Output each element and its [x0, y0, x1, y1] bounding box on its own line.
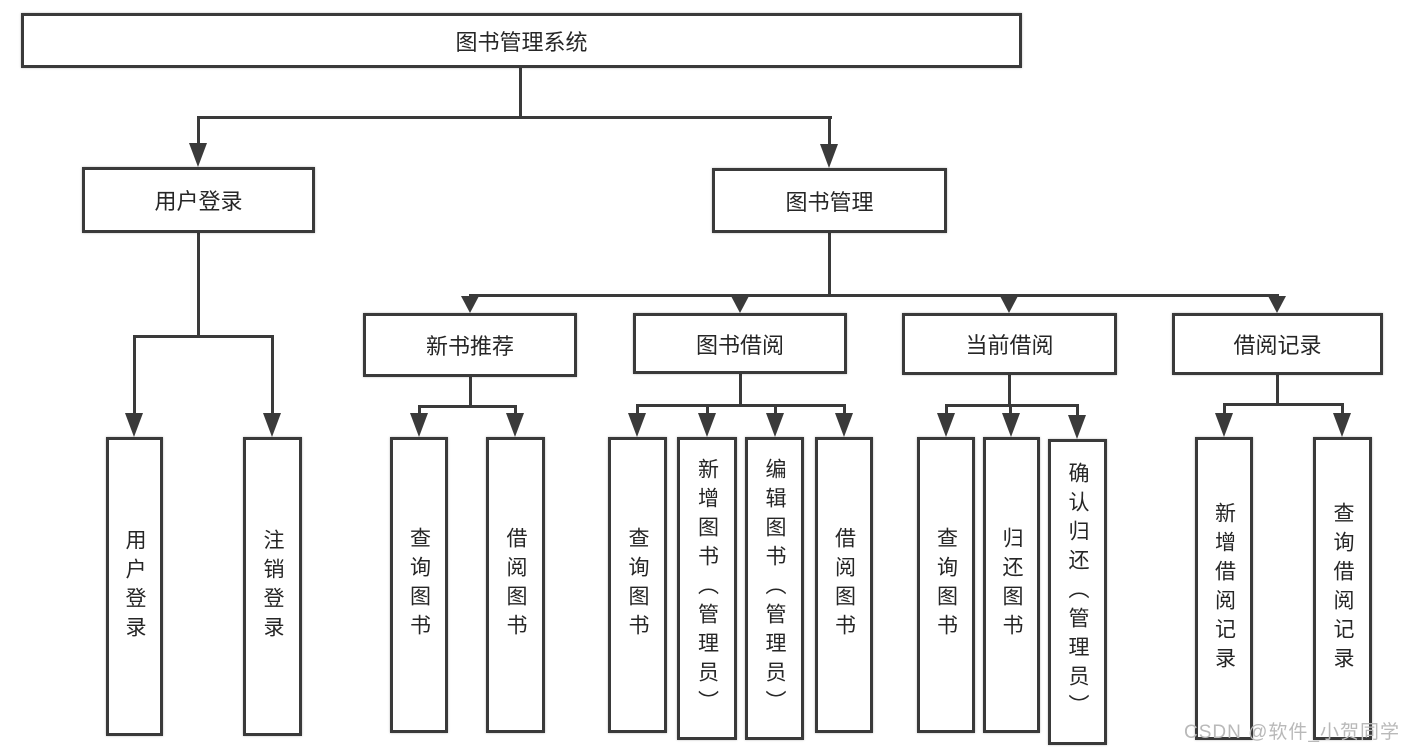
connector-line — [469, 377, 472, 408]
arrow-down-icon — [1333, 413, 1351, 437]
connector-line — [1223, 403, 1344, 406]
connector-line — [945, 404, 948, 417]
node-borrow-records: 借阅记录 — [1172, 313, 1383, 375]
arrow-down-icon — [125, 413, 143, 437]
connector-line — [1008, 375, 1011, 407]
node-book-management: 图书管理 — [712, 168, 947, 233]
arrow-down-icon — [766, 413, 784, 437]
connector-line — [1341, 403, 1344, 416]
arrow-down-icon — [461, 296, 479, 313]
connector-line — [843, 404, 846, 417]
leaf-return-books: 归还图书 — [983, 437, 1040, 733]
arrow-down-icon — [937, 413, 955, 437]
arrow-down-icon — [263, 413, 281, 437]
arrow-down-icon — [1268, 296, 1286, 313]
connector-line — [133, 335, 136, 417]
node-book-borrow: 图书借阅 — [633, 313, 847, 374]
connector-line — [828, 233, 831, 297]
connector-line — [418, 405, 517, 408]
arrow-down-icon — [1002, 413, 1020, 437]
arrow-down-icon — [820, 144, 838, 168]
csdn-watermark: CSDN @软件_小贺同学 — [1184, 722, 1400, 743]
node-new-book-recommend: 新书推荐 — [363, 313, 577, 377]
node-current-borrow: 当前借阅 — [902, 313, 1117, 375]
arrow-down-icon — [189, 143, 207, 167]
arrow-down-icon — [731, 296, 749, 313]
node-library-system: 图书管理系统 — [21, 13, 1022, 68]
leaf-add-borrow-record: 新增借阅记录 — [1195, 437, 1253, 740]
leaf-borrow-books-recommend: 借阅图书 — [486, 437, 545, 733]
arrow-down-icon — [410, 413, 428, 437]
connector-line — [739, 374, 742, 407]
connector-line — [469, 294, 1279, 297]
leaf-logout: 注销登录 — [243, 437, 302, 736]
connector-line — [271, 335, 274, 417]
leaf-query-borrow-record: 查询借阅记录 — [1313, 437, 1372, 740]
connector-line — [636, 404, 846, 407]
leaf-borrow-books: 借阅图书 — [815, 437, 873, 733]
connector-line — [197, 233, 200, 338]
leaf-confirm-return-admin: 确认归还（管理员） — [1048, 439, 1107, 745]
leaf-query-books-current: 查询图书 — [917, 437, 975, 733]
connector-line — [1223, 403, 1226, 416]
arrow-down-icon — [628, 413, 646, 437]
connector-line — [1076, 404, 1079, 418]
leaf-query-books-recommend: 查询图书 — [390, 437, 448, 733]
connector-line — [1009, 404, 1012, 417]
connector-line — [519, 68, 522, 118]
arrow-down-icon — [1068, 415, 1086, 439]
arrow-down-icon — [698, 413, 716, 437]
connector-line — [197, 116, 200, 146]
connector-line — [706, 404, 709, 417]
connector-line — [945, 404, 1079, 407]
arrow-down-icon — [1215, 413, 1233, 437]
connector-line — [197, 116, 832, 119]
leaf-query-books-borrow: 查询图书 — [608, 437, 667, 733]
connector-line — [514, 405, 517, 418]
node-user-login: 用户登录 — [82, 167, 315, 233]
connector-line — [774, 404, 777, 417]
leaf-user-login: 用户登录 — [106, 437, 163, 736]
connector-line — [636, 404, 639, 417]
arrow-down-icon — [835, 413, 853, 437]
connector-line — [1276, 375, 1279, 406]
connector-line — [828, 116, 831, 147]
arrow-down-icon — [1000, 296, 1018, 313]
leaf-edit-books-admin: 编辑图书（管理员） — [745, 437, 804, 740]
connector-line — [133, 335, 274, 338]
arrow-down-icon — [506, 413, 524, 437]
connector-line — [418, 405, 421, 418]
leaf-add-books-admin: 新增图书（管理员） — [677, 437, 737, 740]
